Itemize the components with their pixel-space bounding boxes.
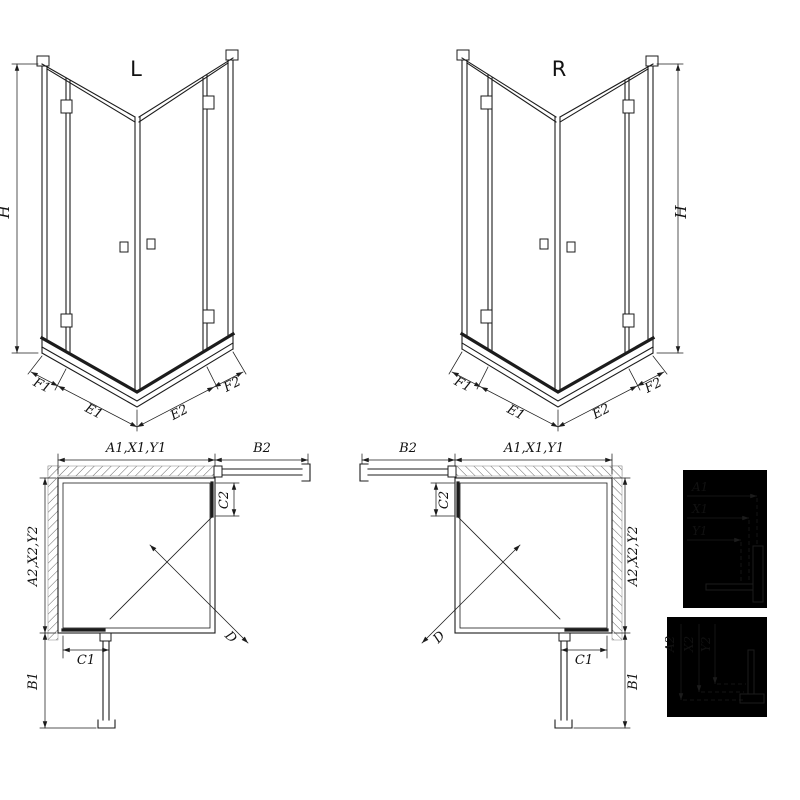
plan-right-dim-a1x1y1: A1,X1,Y1 [503, 441, 564, 456]
detail-top-label-a1: A1 [691, 480, 708, 494]
iso-enclosure-geometry-mirrored [449, 50, 683, 431]
iso-left-dim-f2: F2 [220, 374, 243, 396]
plan-left-dim-a1x1y1: A1,X1,Y1 [105, 441, 166, 456]
iso-right-view-title: R [552, 57, 567, 81]
detail-box-top: A1 X1 Y1 [683, 470, 767, 608]
plan-right-dim-c2: C2 [437, 491, 452, 509]
plan-left-dim-c1: C1 [77, 653, 95, 668]
plan-right-dim-d: D [430, 628, 449, 647]
plan-right-dim-b2: B2 [398, 441, 417, 456]
iso-left-dim-h: H [0, 205, 13, 220]
detail-bottom-label-y2: Y2 [699, 636, 713, 652]
plan-left-dim-b1: B1 [26, 672, 41, 691]
plan-view-geometry [39, 453, 311, 729]
iso-right-dim-f2: F2 [641, 375, 664, 397]
detail-top-label-y1: Y1 [692, 524, 708, 538]
plan-left-dim-d: D [221, 628, 240, 647]
plan-left-dim-a2x2y2: A2,X2,Y2 [26, 526, 41, 587]
detail-bottom-label-x2: X2 [682, 636, 696, 653]
iso-right-dim-e2: E2 [589, 401, 613, 423]
detail-bottom-label-a2: A2 [663, 636, 677, 653]
plan-view-geometry-mirrored [360, 454, 630, 728]
plan-right-dim-a2x2y2: A2,X2,Y2 [626, 526, 641, 587]
iso-enclosure-geometry [11, 49, 247, 432]
iso-right-dim-f1: F1 [451, 374, 474, 396]
iso-right-dim-e1: E1 [503, 402, 527, 424]
plan-right-dim-c1: C1 [575, 653, 593, 668]
iso-left-dim-f1: F1 [30, 375, 53, 397]
iso-left-view-title: L [130, 57, 142, 81]
iso-right-dim-h: H [672, 205, 690, 220]
plan-left-dim-c2: C2 [217, 491, 232, 509]
plan-right-dim-b1: B1 [626, 672, 641, 691]
detail-top-label-x1: X1 [691, 502, 708, 516]
plan-left-dim-b2: B2 [252, 441, 271, 456]
iso-left-dim-e1: E1 [81, 401, 105, 423]
detail-box-bottom: A2 X2 Y2 [663, 617, 767, 717]
iso-left-dim-e2: E2 [167, 402, 191, 424]
